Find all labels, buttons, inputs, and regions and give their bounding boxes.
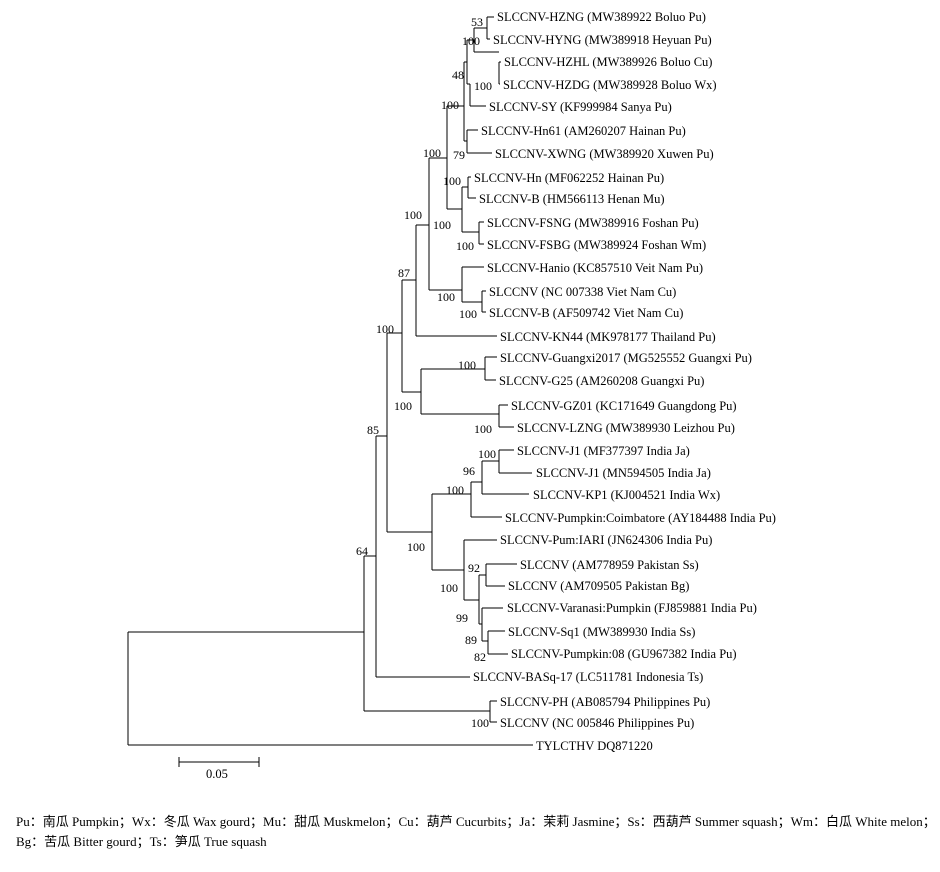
bootstrap-value: 92 [468, 561, 480, 575]
bootstrap-value: 53 [471, 15, 483, 29]
taxon-label: SLCCNV-Sq1 (MW389930 India Ss) [508, 625, 695, 639]
taxon-label: SLCCNV-FSBG (MW389924 Foshan Wm) [487, 238, 706, 252]
tree-branches [127, 16, 533, 746]
bootstrap-value: 100 [407, 540, 425, 554]
taxon-label: SLCCNV-GZ01 (KC171649 Guangdong Pu) [511, 399, 737, 413]
scale-bar-label: 0.05 [206, 767, 228, 781]
bootstrap-value: 99 [456, 611, 468, 625]
abbreviation-legend: Pu：南瓜 Pumpkin；Wx：冬瓜 Wax gourd；Mu：甜瓜 Musk… [16, 814, 936, 849]
bootstrap-value: 96 [463, 464, 475, 478]
taxon-label: SLCCNV-Hanio (KC857510 Veit Nam Pu) [487, 261, 703, 275]
bootstrap-value: 100 [441, 98, 459, 112]
bootstrap-value: 100 [423, 146, 441, 160]
scale-bar: 0.05 [178, 757, 260, 781]
bootstrap-value: 48 [452, 68, 464, 82]
bootstrap-value: 82 [474, 650, 486, 664]
taxon-label: SLCCNV-Guangxi2017 (MG525552 Guangxi Pu) [500, 351, 752, 365]
taxon-label: SLCCNV-LZNG (MW389930 Leizhou Pu) [517, 421, 735, 435]
taxon-labels: SLCCNV-HZNG (MW389922 Boluo Pu) SLCCNV-H… [473, 10, 776, 753]
bootstrap-labels: 53 100 48 100 100 79 100 100 100 100 100… [356, 15, 496, 730]
bootstrap-value: 100 [462, 34, 480, 48]
bootstrap-value: 100 [474, 422, 492, 436]
bootstrap-value: 100 [376, 322, 394, 336]
taxon-label: SLCCNV-Varanasi:Pumpkin (FJ859881 India … [507, 601, 757, 615]
taxon-label: SLCCNV-FSNG (MW389916 Foshan Pu) [487, 216, 699, 230]
bootstrap-value: 85 [367, 423, 379, 437]
taxon-label: SLCCNV-SY (KF999984 Sanya Pu) [489, 100, 672, 114]
taxon-label: SLCCNV-Hn (MF062252 Hainan Pu) [474, 171, 664, 185]
taxon-label: SLCCNV (NC 005846 Philippines Pu) [500, 716, 694, 730]
bootstrap-value: 100 [440, 581, 458, 595]
bootstrap-value: 100 [433, 218, 451, 232]
taxon-label: SLCCNV-B (HM566113 Henan Mu) [479, 192, 665, 206]
bootstrap-value: 87 [398, 266, 410, 280]
taxon-label: SLCCNV-HYNG (MW389918 Heyuan Pu) [493, 33, 712, 47]
taxon-label: SLCCNV-J1 (MF377397 India Ja) [517, 444, 690, 458]
taxon-label: SLCCNV-Pum:IARI (JN624306 India Pu) [500, 533, 712, 547]
taxon-label: SLCCNV-BASq-17 (LC511781 Indonesia Ts) [473, 670, 703, 684]
taxon-label: SLCCNV-PH (AB085794 Philippines Pu) [500, 695, 710, 709]
taxon-label: SLCCNV-Hn61 (AM260207 Hainan Pu) [481, 124, 686, 138]
taxon-label: SLCCNV-KP1 (KJ004521 India Wx) [533, 488, 720, 502]
bootstrap-value: 100 [446, 483, 464, 497]
taxon-label: SLCCNV-Pumpkin:08 (GU967382 India Pu) [511, 647, 737, 661]
taxon-label: TYLCTHV DQ871220 [536, 739, 653, 753]
phylogenetic-tree: SLCCNV-HZNG (MW389922 Boluo Pu) SLCCNV-H… [127, 10, 776, 781]
taxon-label: SLCCNV (NC 007338 Viet Nam Cu) [489, 285, 676, 299]
taxon-label: SLCCNV-Pumpkin:Coimbatore (AY184488 Indi… [505, 511, 776, 525]
bootstrap-value: 64 [356, 544, 368, 558]
taxon-label: SLCCNV-HZDG (MW389928 Boluo Wx) [503, 78, 717, 92]
taxon-label: SLCCNV-KN44 (MK978177 Thailand Pu) [500, 330, 716, 344]
bootstrap-value: 100 [443, 174, 461, 188]
bootstrap-value: 100 [458, 358, 476, 372]
taxon-label: SLCCNV-HZHL (MW389926 Boluo Cu) [504, 55, 712, 69]
bootstrap-value: 100 [478, 447, 496, 461]
taxon-label: SLCCNV (AM709505 Pakistan Bg) [508, 579, 689, 593]
bootstrap-value: 100 [404, 208, 422, 222]
taxon-label: SLCCNV-G25 (AM260208 Guangxi Pu) [499, 374, 704, 388]
bootstrap-value: 100 [437, 290, 455, 304]
bootstrap-value: 100 [394, 399, 412, 413]
taxon-label: SLCCNV-J1 (MN594505 India Ja) [536, 466, 711, 480]
bootstrap-value: 100 [474, 79, 492, 93]
bootstrap-value: 89 [465, 633, 477, 647]
bootstrap-value: 100 [459, 307, 477, 321]
taxon-label: SLCCNV (AM778959 Pakistan Ss) [520, 558, 699, 572]
bootstrap-value: 100 [456, 239, 474, 253]
taxon-label: SLCCNV-XWNG (MW389920 Xuwen Pu) [495, 147, 714, 161]
taxon-label: SLCCNV-B (AF509742 Viet Nam Cu) [489, 306, 683, 320]
taxon-label: SLCCNV-HZNG (MW389922 Boluo Pu) [497, 10, 706, 24]
bootstrap-value: 79 [453, 148, 465, 162]
bootstrap-value: 100 [471, 716, 489, 730]
